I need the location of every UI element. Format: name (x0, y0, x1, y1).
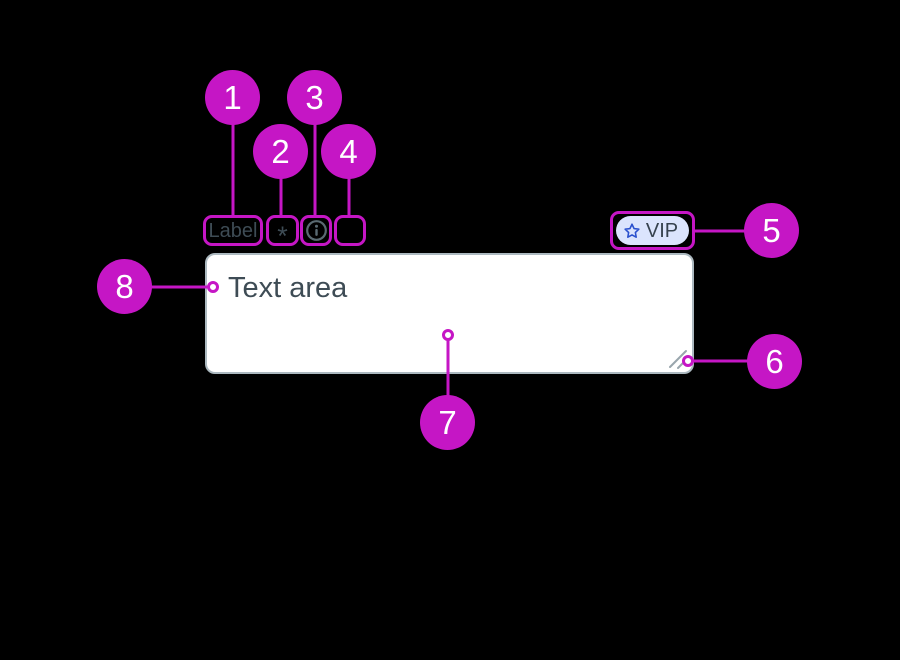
field-label: Label (208, 219, 258, 242)
annotation-outline-info (300, 215, 332, 246)
required-marker: * (277, 221, 288, 251)
annotation-outline-required-marker: * (266, 215, 299, 250)
callout-8-placeholder: 8 (97, 259, 152, 314)
callout-6-resize-handle: 6 (747, 334, 802, 389)
callout-4-label-slot: 4 (321, 124, 376, 179)
callout-1-label: 1 (205, 70, 260, 125)
vip-badge: VIP (615, 216, 690, 245)
marker-resize-handle (682, 355, 694, 367)
callout-7-textarea: 7 (420, 395, 475, 450)
info-icon[interactable] (305, 219, 328, 242)
textarea-placeholder: Text area (228, 272, 348, 304)
annotation-outline-empty-slot (334, 215, 366, 246)
annotation-outline-vip: VIP (610, 211, 695, 250)
callout-2-required-marker: 2 (253, 124, 308, 179)
marker-placeholder (207, 281, 219, 293)
vip-badge-label: VIP (645, 219, 679, 242)
callout-5-vip-badge: 5 (744, 203, 799, 258)
star-icon (624, 222, 640, 238)
annotation-outline-label: Label (203, 215, 263, 246)
marker-textarea (442, 329, 454, 341)
callout-3-info-icon: 3 (287, 70, 342, 125)
